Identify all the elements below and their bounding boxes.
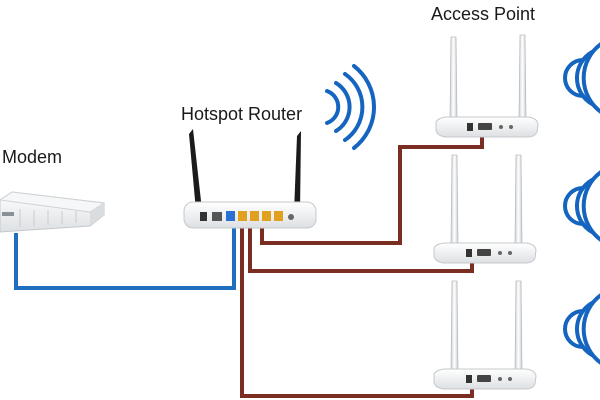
wifi-signal-icon [563,170,600,242]
wifi-signal-icon [325,64,377,150]
access-point-icon [433,280,537,390]
access-point-icon [433,154,537,264]
router-label: Hotspot Router [181,104,303,124]
router-ap2-cable [248,222,474,273]
wifi-signal-icon [563,42,600,114]
router-icon [183,129,317,229]
modem-router-cable [14,222,236,290]
wifi-signal-icon [563,293,600,365]
cables [14,134,484,398]
access-point-label: Access Point [431,4,536,24]
modem-icon [0,191,106,233]
access-point-icon [435,34,539,138]
router-ap1-cable [260,134,484,245]
modem-label: Modem [2,147,63,167]
router-ap3-cable [240,222,474,398]
